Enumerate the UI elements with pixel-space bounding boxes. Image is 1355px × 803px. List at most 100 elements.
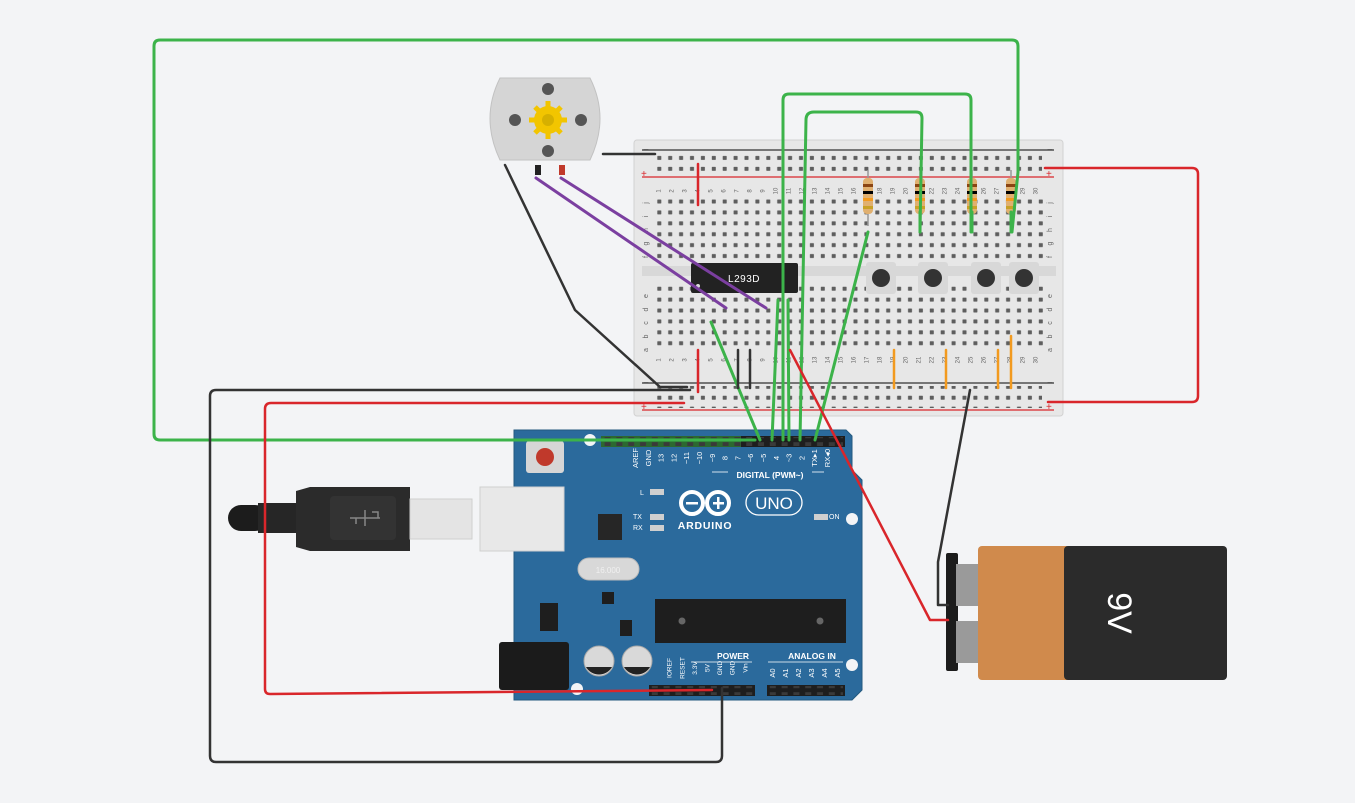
dc-power-jack: [499, 642, 569, 690]
motor-screw-left: [509, 114, 521, 126]
column-number-bottom: 26: [982, 356, 988, 363]
wire-red-rail-bridge[interactable]: [1043, 166, 1200, 404]
digital-pin-label: 7: [733, 456, 742, 460]
analog-pin-label: A1: [781, 668, 790, 677]
digital-pin-label: 4: [772, 456, 781, 460]
wire-purple-motor-2[interactable]: [559, 176, 768, 310]
wire-black-motor-to-ground[interactable]: [503, 163, 689, 389]
led-l-label: L: [640, 490, 644, 497]
power-pin-label: IOREF: [667, 658, 674, 678]
resistor-1[interactable]: [863, 170, 873, 226]
power-pin-label: 5V: [705, 663, 712, 672]
battery-terminal-top: [956, 564, 978, 606]
column-number-top: 13: [813, 187, 819, 194]
push-buttons[interactable]: [866, 262, 1039, 294]
wire-green-pin4-to-button3[interactable]: [781, 92, 973, 442]
top-rail-holes: [652, 153, 1042, 175]
battery-terminal-bottom: [956, 621, 978, 663]
rail-minus-top-left: −: [643, 145, 649, 156]
column-number-bottom: 17: [865, 356, 871, 363]
uno-label: UNO: [755, 494, 793, 513]
wire-green-pin4-to-driver[interactable]: [786, 298, 791, 442]
arduino-brand: ARDUINO: [678, 520, 733, 532]
analog-pin-label: A3: [807, 668, 816, 677]
rail-plus-top-left: +: [641, 169, 647, 180]
digital-pin-label: RX◂0: [823, 449, 832, 467]
battery-9v[interactable]: 9V: [946, 546, 1227, 680]
column-number-top: 26: [982, 187, 988, 194]
row-letter-right: i: [1047, 215, 1054, 217]
column-number-top: 16: [852, 187, 858, 194]
column-number-bottom: 14: [826, 356, 832, 363]
arduino-infinity-logo: [679, 490, 731, 516]
push-button-1[interactable]: [866, 262, 896, 294]
mount-hole-bottom-left: [571, 683, 583, 695]
wire-red-battery-positive[interactable]: [788, 348, 950, 622]
wire-red-5v-loop[interactable]: [263, 401, 714, 696]
wires[interactable]: [152, 38, 1200, 764]
row-letter-right: g: [1047, 241, 1054, 245]
digital-pin-label: ~6: [746, 454, 755, 463]
reset-button-cap[interactable]: [536, 448, 554, 466]
power-pin-label: GND: [730, 660, 737, 675]
column-number-top: 20: [904, 187, 910, 194]
row-letter-right: b: [1047, 334, 1054, 338]
rail-plus-top-right: +: [1046, 169, 1052, 180]
wire-green-pin6-to-button4[interactable]: [152, 38, 1020, 442]
column-number-top: 1: [657, 189, 663, 193]
led-on: [814, 514, 828, 520]
battery-label: 9V: [1100, 592, 1138, 634]
push-button-2[interactable]: [918, 262, 948, 294]
column-number-bottom: 25: [969, 356, 975, 363]
row-letter-left: j: [643, 202, 650, 205]
battery-body: [1064, 546, 1227, 680]
motor-screw-top: [542, 83, 554, 95]
row-letter-left: e: [643, 294, 650, 298]
column-number-top: 11: [787, 187, 793, 194]
power-pin-label: Vin: [742, 663, 749, 673]
led-rx-label: RX: [633, 525, 643, 532]
wire-green-pin2-to-button1[interactable]: [813, 230, 870, 442]
l293d-label: L293D: [728, 274, 760, 285]
analog-pin-label: A2: [794, 668, 803, 677]
push-button-3[interactable]: [971, 262, 1001, 294]
column-number-top: 19: [891, 187, 897, 194]
wire-black-battery-negative[interactable]: [936, 388, 972, 607]
wire-purple-motor-1[interactable]: [534, 176, 728, 310]
dc-motor[interactable]: [489, 77, 601, 175]
column-number-top: 12: [800, 187, 806, 194]
mount-hole-bottom-right: [846, 659, 858, 671]
row-letter-right: c: [1047, 321, 1054, 325]
rail-minus-bottom-left: −: [643, 378, 649, 389]
row-letter-left: a: [643, 348, 650, 352]
wire-black-gnd-loop[interactable]: [208, 388, 724, 764]
smd-chip: [620, 620, 632, 636]
battery-copper-band: [978, 546, 1080, 680]
upper-terminal-holes: [654, 196, 1046, 262]
battery-snap: [946, 553, 958, 671]
row-letter-right: e: [1047, 294, 1054, 298]
motor-gear-icon: [529, 101, 567, 139]
column-number-top: 27: [995, 187, 1001, 194]
wire-green-pin6-to-driver[interactable]: [709, 320, 762, 442]
wire-green-pin3-to-button2[interactable]: [798, 110, 924, 442]
on-label: ON: [829, 514, 840, 521]
digital-pin-label: GND: [644, 449, 653, 466]
push-button-4[interactable]: [1009, 262, 1039, 294]
wire-green-pin5-to-driver[interactable]: [770, 298, 780, 442]
atmega-dot-right: [816, 617, 824, 625]
analog-header-holes: [769, 686, 843, 695]
column-number-top: 6: [722, 189, 728, 193]
column-number-bottom: 30: [1034, 356, 1040, 363]
usb-controller-chip: [598, 514, 622, 540]
column-number-top: 24: [956, 187, 962, 194]
analog-pin-label: A0: [768, 668, 777, 677]
rail-minus-bottom-right: −: [1047, 378, 1053, 389]
column-number-bottom: 29: [1021, 356, 1027, 363]
digital-label: DIGITAL (PWM~): [737, 470, 804, 480]
arduino-uno-board[interactable]: 16.000 L TX RX ON ARDUINO UNO DIGITAL (P…: [479, 429, 863, 701]
analog-label: ANALOG IN: [788, 651, 836, 661]
row-letter-left: g: [643, 241, 650, 245]
column-number-bottom: 1: [657, 358, 663, 362]
